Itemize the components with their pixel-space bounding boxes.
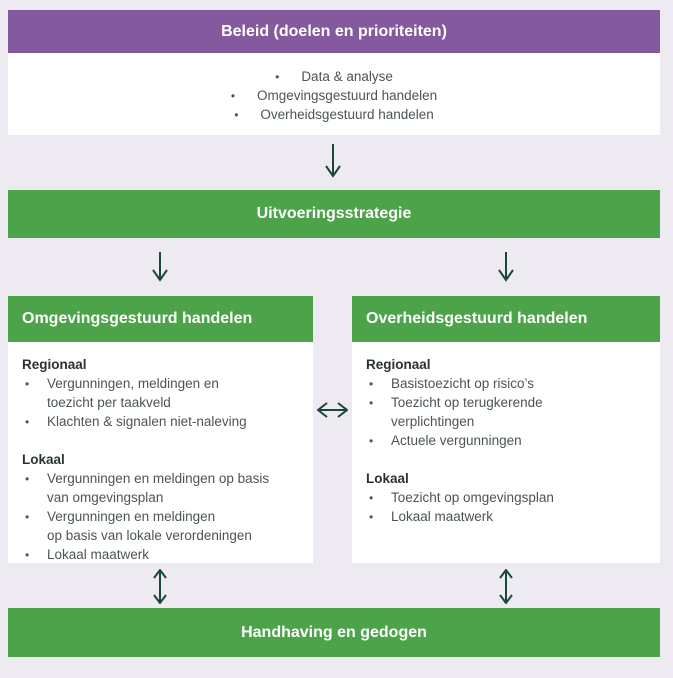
list-item: • Lokaal maatwerk: [366, 507, 648, 526]
bullet: •: [275, 70, 280, 84]
section: Regionaal • Basistoezicht op risico’s • Toez…: [366, 355, 648, 450]
beleid-item-label: Omgevingsgestuurd handelen: [257, 88, 438, 103]
column-omgevingsgestuurd-header: Omgevingsgestuurd handelen: [8, 296, 313, 342]
beleid-item: • Omgevingsgestuurd handelen: [8, 88, 660, 107]
beleid-bar-title: Beleid (doelen en prioriteiten): [221, 22, 447, 40]
column-title: Omgevingsgestuurd handelen: [22, 310, 253, 327]
section-heading: Regionaal: [22, 357, 87, 372]
list-item-label: Lokaal maatwerk: [47, 547, 150, 562]
column-overheidsgestuurd-body: Regionaal • Basistoezicht op risico’s • Toez…: [352, 342, 660, 563]
column-title: Overheidsgestuurd handelen: [366, 310, 588, 327]
section: Lokaal • Vergunningen en meldingen op basi…: [22, 450, 301, 564]
bullet: •: [25, 415, 30, 429]
list-item: • Toezicht op omgevingsplan: [366, 488, 648, 507]
bullet: •: [369, 491, 374, 505]
bullet: •: [25, 510, 30, 524]
column-overheidsgestuurd-header: Overheidsgestuurd handelen: [352, 296, 660, 342]
list-item-label: Toezicht op omgevingsplan: [391, 490, 554, 505]
beleid-bar: Beleid (doelen en prioriteiten): [8, 10, 660, 53]
bullet: •: [369, 396, 374, 410]
bullet: •: [25, 472, 30, 486]
bullet: •: [234, 108, 239, 122]
bullet: •: [25, 548, 30, 562]
list-item-label: Lokaal maatwerk: [391, 509, 494, 524]
list-item: • Lokaal maatwerk: [22, 545, 301, 564]
uitvoeringsstrategie-title: Uitvoeringsstrategie: [256, 205, 412, 222]
left-right-arrow: [317, 400, 348, 420]
bullet: •: [369, 377, 374, 391]
list-item: • Basistoezicht op risico’s: [366, 374, 648, 393]
list-item-label: Klachten & signalen niet-naleving: [47, 414, 247, 429]
bullet: •: [230, 89, 236, 103]
list-item-label: Basistoezicht op risico’s: [391, 376, 535, 391]
section: Lokaal • Toezicht op omgevingsplan • Lokaal …: [366, 469, 648, 526]
beleid-item: • Data & analyse: [8, 69, 660, 88]
section-heading: Lokaal: [22, 452, 65, 467]
up-down-arrow-left: [150, 569, 170, 604]
list-item-label: Actuele vergunningen: [391, 433, 522, 448]
bullet: •: [25, 377, 30, 391]
bullet: •: [369, 434, 374, 448]
column-omgevingsgestuurd: Omgevingsgestuurd handelen Regionaal • Ver…: [8, 296, 313, 563]
beleid-item: • Overheidsgestuurd handelen: [8, 107, 660, 126]
bullet: •: [369, 510, 374, 524]
section-heading: Lokaal: [366, 471, 409, 486]
section-heading: Regionaal: [366, 357, 431, 372]
list-item: • Actuele vergunningen: [366, 431, 648, 450]
beleid-item-label: Overheidsgestuurd handelen: [260, 107, 434, 122]
beleid-items-box: • Data & analyse • Omgevingsgestuurd handel…: [8, 53, 660, 135]
down-arrow-left: [149, 251, 171, 283]
handhaving-bar: Handhaving en gedogen: [8, 608, 660, 657]
up-down-arrow-right: [496, 569, 516, 604]
down-arrow-right: [495, 251, 517, 283]
uitvoeringsstrategie-bar: Uitvoeringsstrategie: [8, 190, 660, 238]
down-arrow-center: [322, 143, 344, 179]
beleid-item-label: Data & analyse: [301, 69, 393, 84]
list-item: • Klachten & signalen niet-naleving: [22, 412, 301, 431]
column-overheidsgestuurd: Overheidsgestuurd handelen Regionaal • Bas…: [352, 296, 660, 563]
handhaving-title: Handhaving en gedogen: [241, 623, 427, 641]
